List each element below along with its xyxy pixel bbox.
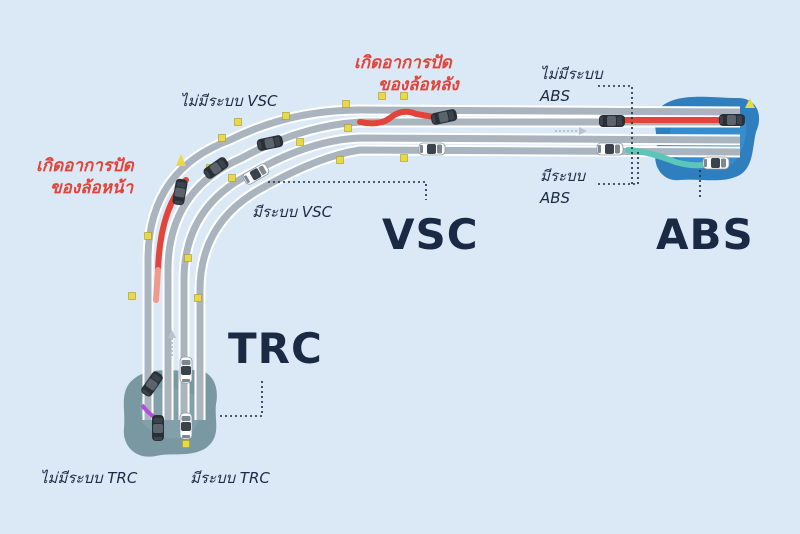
skid-path-rear xyxy=(357,108,443,127)
label-with-abs-line1: มีระบบ xyxy=(540,167,586,185)
car-white-icon xyxy=(596,142,624,156)
car-white-icon xyxy=(418,142,446,156)
label-no-abs-line2: ABS xyxy=(540,87,571,105)
leader-lines xyxy=(220,85,701,417)
traffic-cones xyxy=(128,92,755,448)
label-oversteer-rear-line1: เกิดอาการปัด xyxy=(354,53,452,73)
car-white-icon xyxy=(179,356,193,384)
label-with-trc: มีระบบ TRC xyxy=(190,469,270,487)
skid-path-front-fade xyxy=(153,267,161,303)
car-white-icon xyxy=(179,412,193,440)
label-understeer-front-line1: เกิดอาการปัด xyxy=(36,156,134,176)
abs-control-path xyxy=(625,147,715,169)
label-no-trc: ไม่มีระบบ TRC xyxy=(40,469,138,487)
direction-arrows xyxy=(168,127,587,356)
system-title-trc: TRC xyxy=(228,324,323,373)
label-no-abs-line1: ไม่มีระบบ xyxy=(540,65,603,83)
car-dark-icon xyxy=(599,115,625,127)
label-with-abs-line2: ABS xyxy=(540,189,571,207)
car-dark-icon xyxy=(719,114,745,126)
label-no-vsc: ไม่มีระบบ VSC xyxy=(180,92,278,110)
system-title-abs: ABS xyxy=(656,210,754,259)
system-title-vsc: VSC xyxy=(382,210,479,259)
car-dark-icon xyxy=(256,134,284,152)
label-with-vsc: มีระบบ VSC xyxy=(252,203,333,221)
label-understeer-front-line2: ของล้อหน้า xyxy=(50,178,134,198)
label-oversteer-rear-line2: ของล้อหลัง xyxy=(378,75,459,95)
car-dark-icon xyxy=(152,415,164,441)
car-white-icon xyxy=(702,156,730,170)
